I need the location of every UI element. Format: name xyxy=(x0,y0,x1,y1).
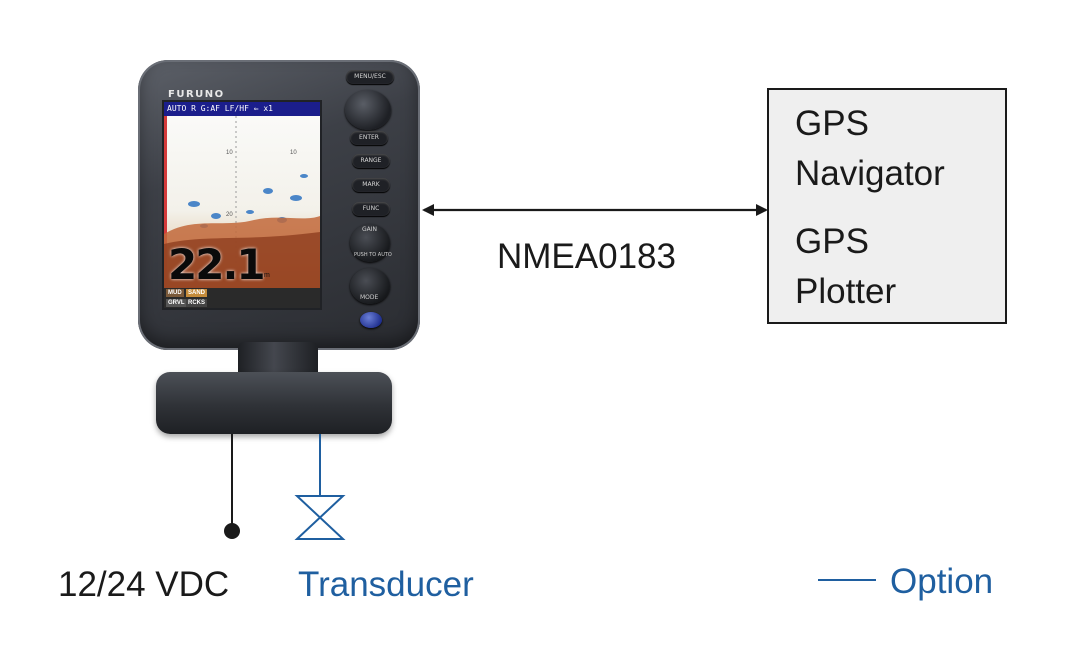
menu-esc-button[interactable]: MENU/ESC xyxy=(346,70,394,84)
device-screen: AUTO R G:AF LF/HF ⇐ x1 10 20 10 22.1 m xyxy=(162,100,322,310)
screen-status-bar: AUTO R G:AF LF/HF ⇐ x1 xyxy=(164,102,320,116)
echogram-graphic: 10 20 10 xyxy=(164,116,320,288)
gps-box-line: GPS xyxy=(795,222,869,261)
echogram: 10 20 10 22.1 m xyxy=(164,116,320,289)
bottom-type-rcks: RCKS xyxy=(186,299,208,307)
gps-box-line: Plotter xyxy=(795,272,897,311)
depth-readout: 22.1 xyxy=(168,240,266,289)
option-legend-label: Option xyxy=(890,562,994,601)
bottom-discrimination: MUD SAND GRVL RCKS xyxy=(164,288,320,308)
nmea-label: NMEA0183 xyxy=(497,237,676,276)
gps-device-box: GPS Navigator GPS Plotter xyxy=(767,88,1007,324)
bottom-type-grvl: GRVL xyxy=(166,299,187,307)
bottom-type-mud: MUD xyxy=(166,289,184,297)
enter-button[interactable]: ENTER xyxy=(350,131,388,145)
power-button[interactable] xyxy=(360,312,382,328)
depth-unit: m xyxy=(264,272,270,279)
gps-box-line: GPS xyxy=(795,104,869,143)
cursor-pad[interactable] xyxy=(345,90,391,130)
screen-status-text: AUTO R G:AF LF/HF ⇐ x1 xyxy=(167,104,273,113)
range-button[interactable]: RANGE xyxy=(352,154,390,168)
bottom-type-sand: SAND xyxy=(186,289,208,297)
mark-button[interactable]: MARK xyxy=(352,178,390,192)
mount-bracket xyxy=(156,372,392,434)
mode-knob[interactable] xyxy=(350,268,390,304)
brand-logo: FURUNO xyxy=(168,89,225,100)
gain-knob[interactable] xyxy=(350,224,390,262)
gain-sub-label: PUSH TO AUTO xyxy=(354,252,392,258)
mode-label: MODE xyxy=(360,294,379,301)
svg-text:10: 10 xyxy=(226,150,233,156)
func-button[interactable]: FUNC xyxy=(352,202,390,216)
gain-label: GAIN xyxy=(362,226,378,233)
svg-text:20: 20 xyxy=(226,212,233,218)
power-terminal xyxy=(224,523,240,539)
fish-finder-device: FURUNO AUTO R G:AF LF/HF ⇐ x1 10 20 10 2… xyxy=(0,0,440,460)
transducer-label: Transducer xyxy=(298,565,474,604)
transducer-symbol xyxy=(294,495,346,540)
svg-text:10: 10 xyxy=(290,150,297,156)
power-label: 12/24 VDC xyxy=(58,565,230,604)
gps-box-line: Navigator xyxy=(795,154,945,193)
